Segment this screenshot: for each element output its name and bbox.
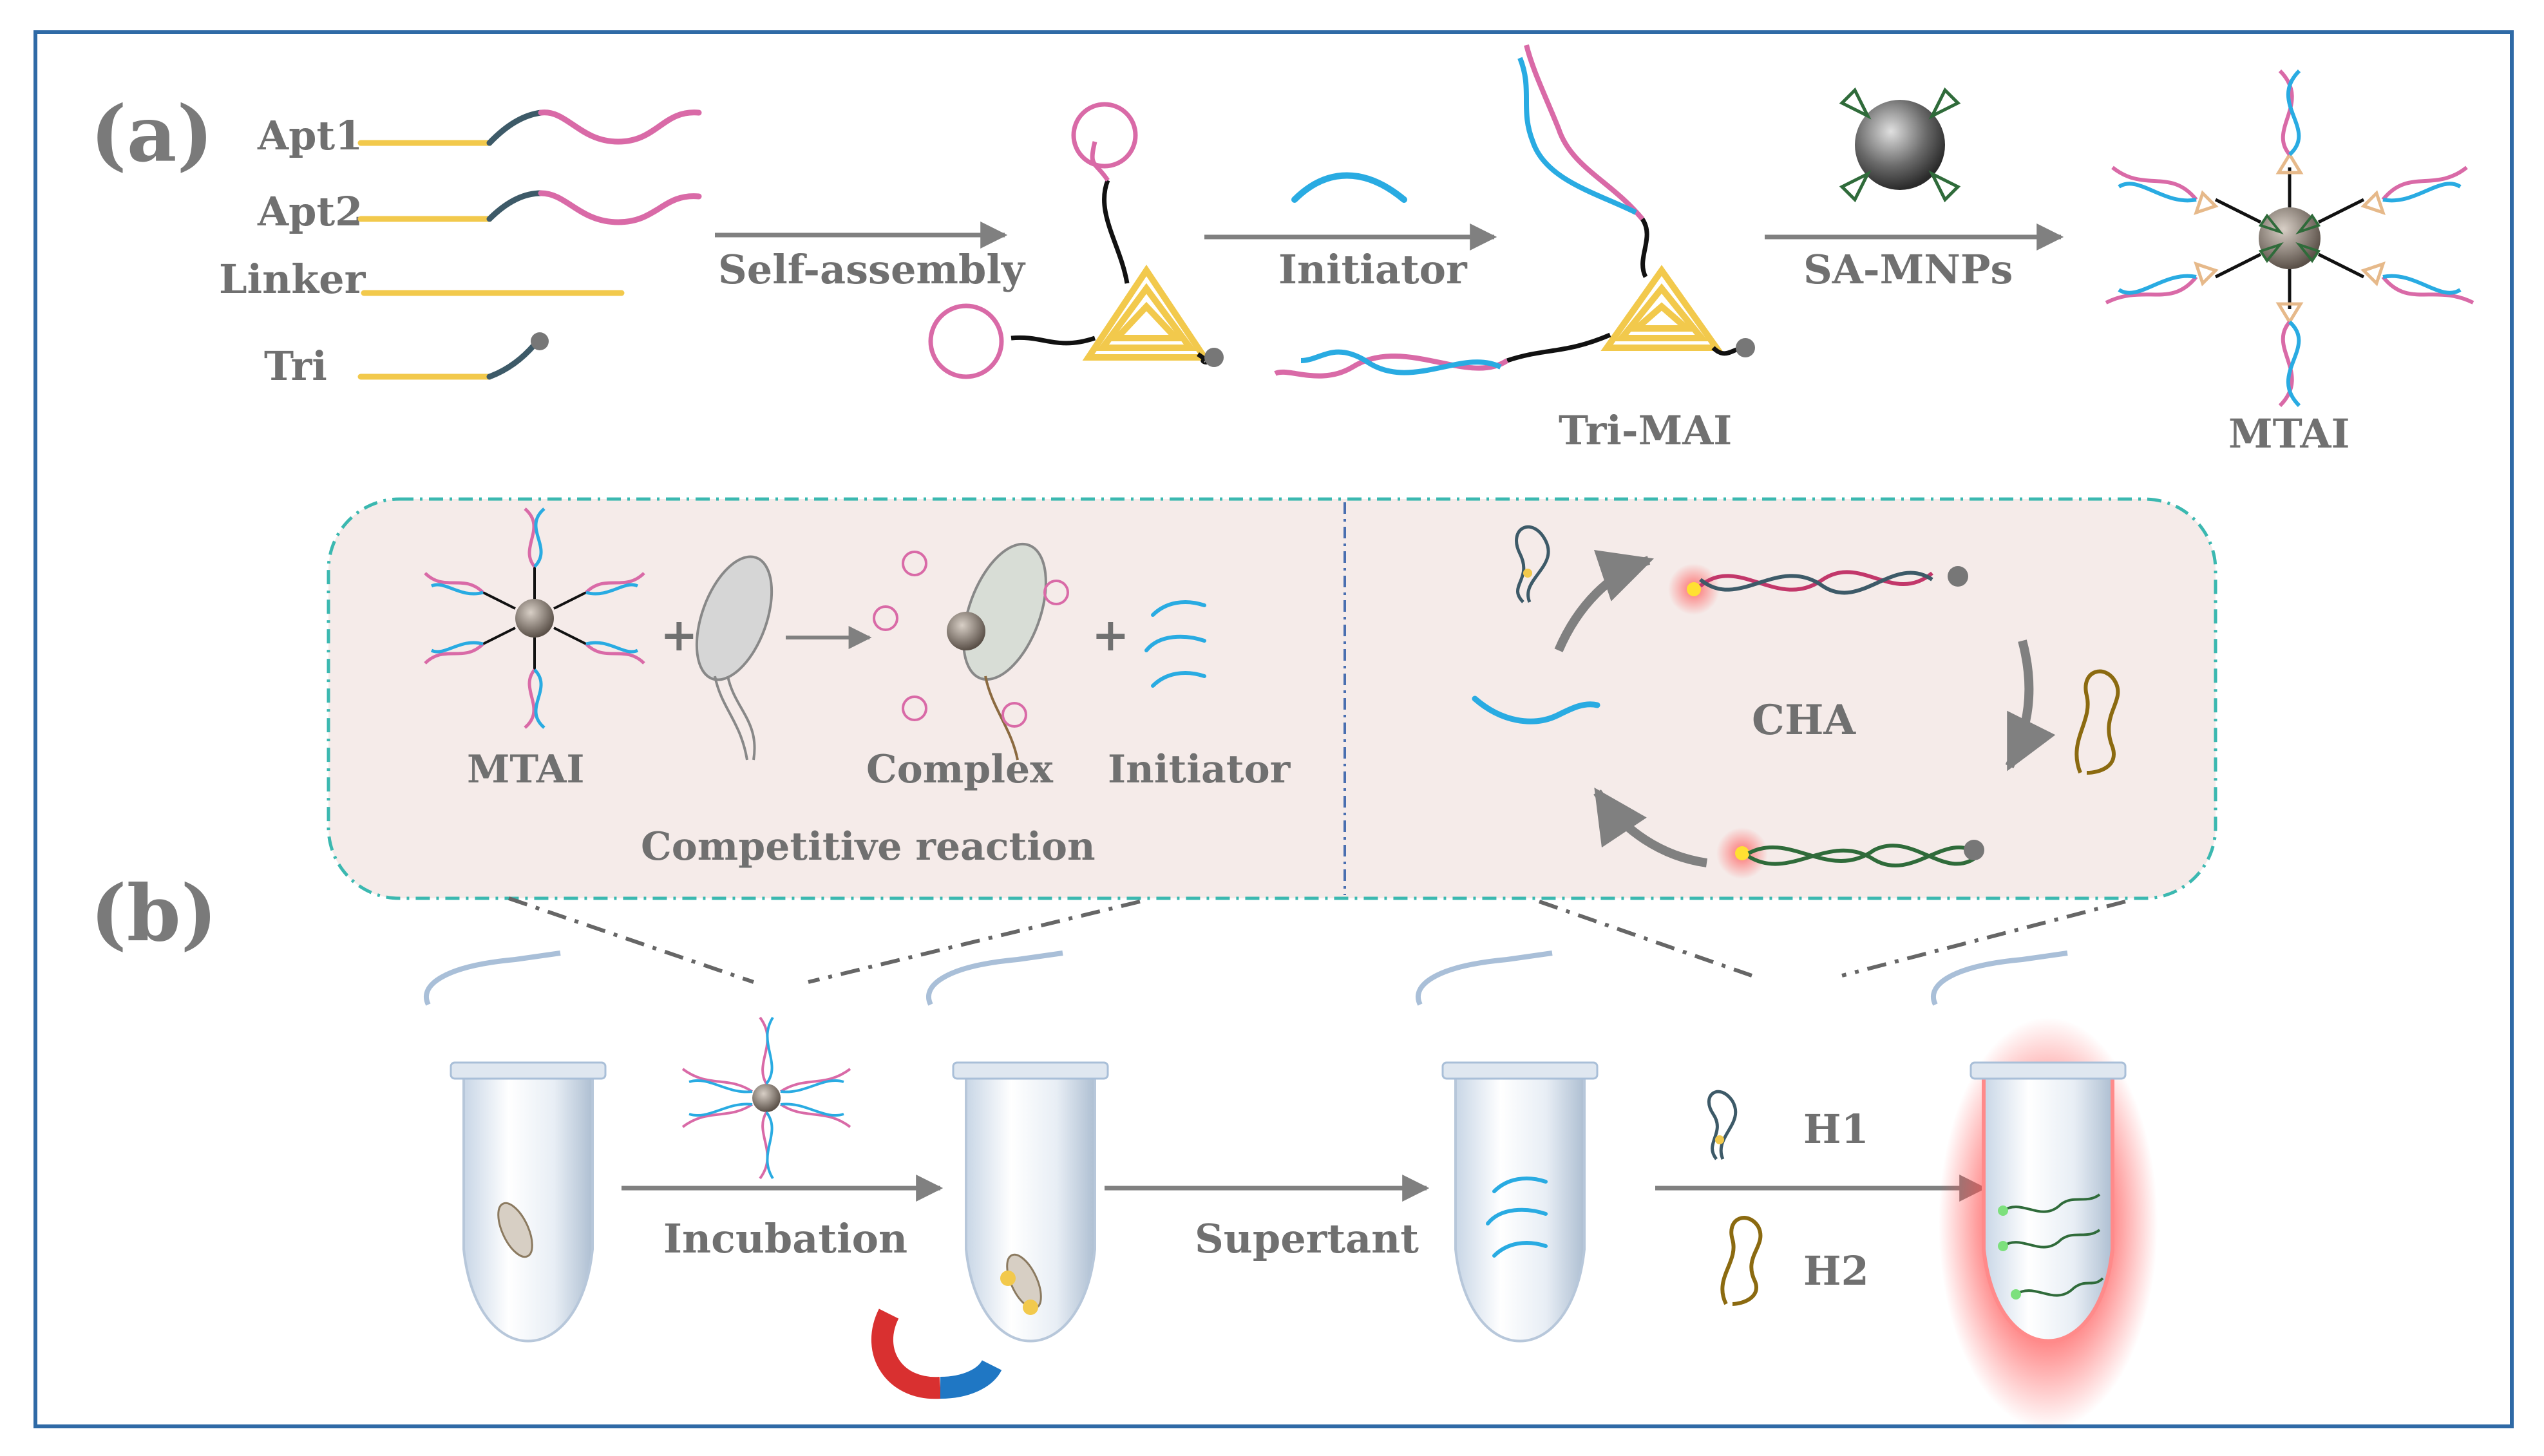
complex-label: Complex xyxy=(866,747,1054,792)
h2-label: H2 xyxy=(1803,1247,1869,1294)
panel-label-a: (a) xyxy=(90,89,213,180)
sa-mnp-bead xyxy=(1839,87,1961,203)
apt1-label: Apt1 xyxy=(257,112,363,159)
apt2-strand xyxy=(357,190,702,225)
magnet-icon xyxy=(871,1309,1002,1399)
incubation-label: Incubation xyxy=(663,1215,907,1262)
cha-arrow-up xyxy=(1554,550,1654,652)
complex-icon xyxy=(873,542,1069,761)
self-assembly-label: Self-assembly xyxy=(718,246,1026,293)
sa-mnps-label: SA-MNPs xyxy=(1803,246,2013,293)
plus-sign-2: + xyxy=(1092,608,1130,661)
bacterium-icon xyxy=(695,555,774,761)
initiator-strand-cycle xyxy=(1472,695,1600,724)
h1-label: H1 xyxy=(1803,1106,1869,1153)
tri-strand xyxy=(357,332,549,380)
mtai-complex-small xyxy=(424,507,645,729)
apt1-strand xyxy=(357,109,702,146)
h2-hairpin-inset xyxy=(2074,669,2120,775)
mtai-complex-large xyxy=(2105,69,2474,408)
initiator-strands-inset xyxy=(1144,600,1206,688)
tube-1 xyxy=(424,950,607,1343)
h1-initiator-duplex xyxy=(1668,563,1968,615)
h1-hairpin-inset xyxy=(1515,525,1550,603)
cha-label: CHA xyxy=(1752,696,1856,744)
tube-3 xyxy=(1416,950,1599,1343)
h1-hairpin-legend xyxy=(1707,1090,1738,1160)
initiator-strand-a xyxy=(1291,172,1407,203)
apt2-label: Apt2 xyxy=(257,188,363,235)
tri-mai-structure xyxy=(1274,44,1755,379)
competitive-reaction-caption: Competitive reaction xyxy=(641,824,1096,869)
h2-hairpin-legend xyxy=(1720,1216,1763,1306)
zoom-lines xyxy=(508,896,2126,984)
tube-2 xyxy=(926,950,1109,1343)
cha-arrow-back xyxy=(1593,788,1707,867)
mtai-complex-tube xyxy=(681,1016,851,1180)
tri-label: Tri xyxy=(264,343,327,390)
tri-mai-label: Tri-MAI xyxy=(1559,407,1732,454)
initiator-label-b: Initiator xyxy=(1108,747,1291,792)
mtai-label-a: MTAI xyxy=(2228,410,2349,457)
linker-label: Linker xyxy=(219,256,366,303)
inset-box xyxy=(327,497,2217,900)
tube-4-fluorescent xyxy=(1931,950,2158,1430)
assembled-triangle xyxy=(928,102,1224,379)
initiator-label-a: Initiator xyxy=(1278,246,1468,293)
plus-sign-1: + xyxy=(660,608,698,661)
mtai-label-b: MTAI xyxy=(467,747,584,792)
h1-h2-duplex xyxy=(1716,827,1984,879)
cha-arrow-down xyxy=(2005,639,2056,771)
supernatant-label: Supertant xyxy=(1195,1215,1419,1262)
panel-label-b: (b) xyxy=(90,868,217,959)
